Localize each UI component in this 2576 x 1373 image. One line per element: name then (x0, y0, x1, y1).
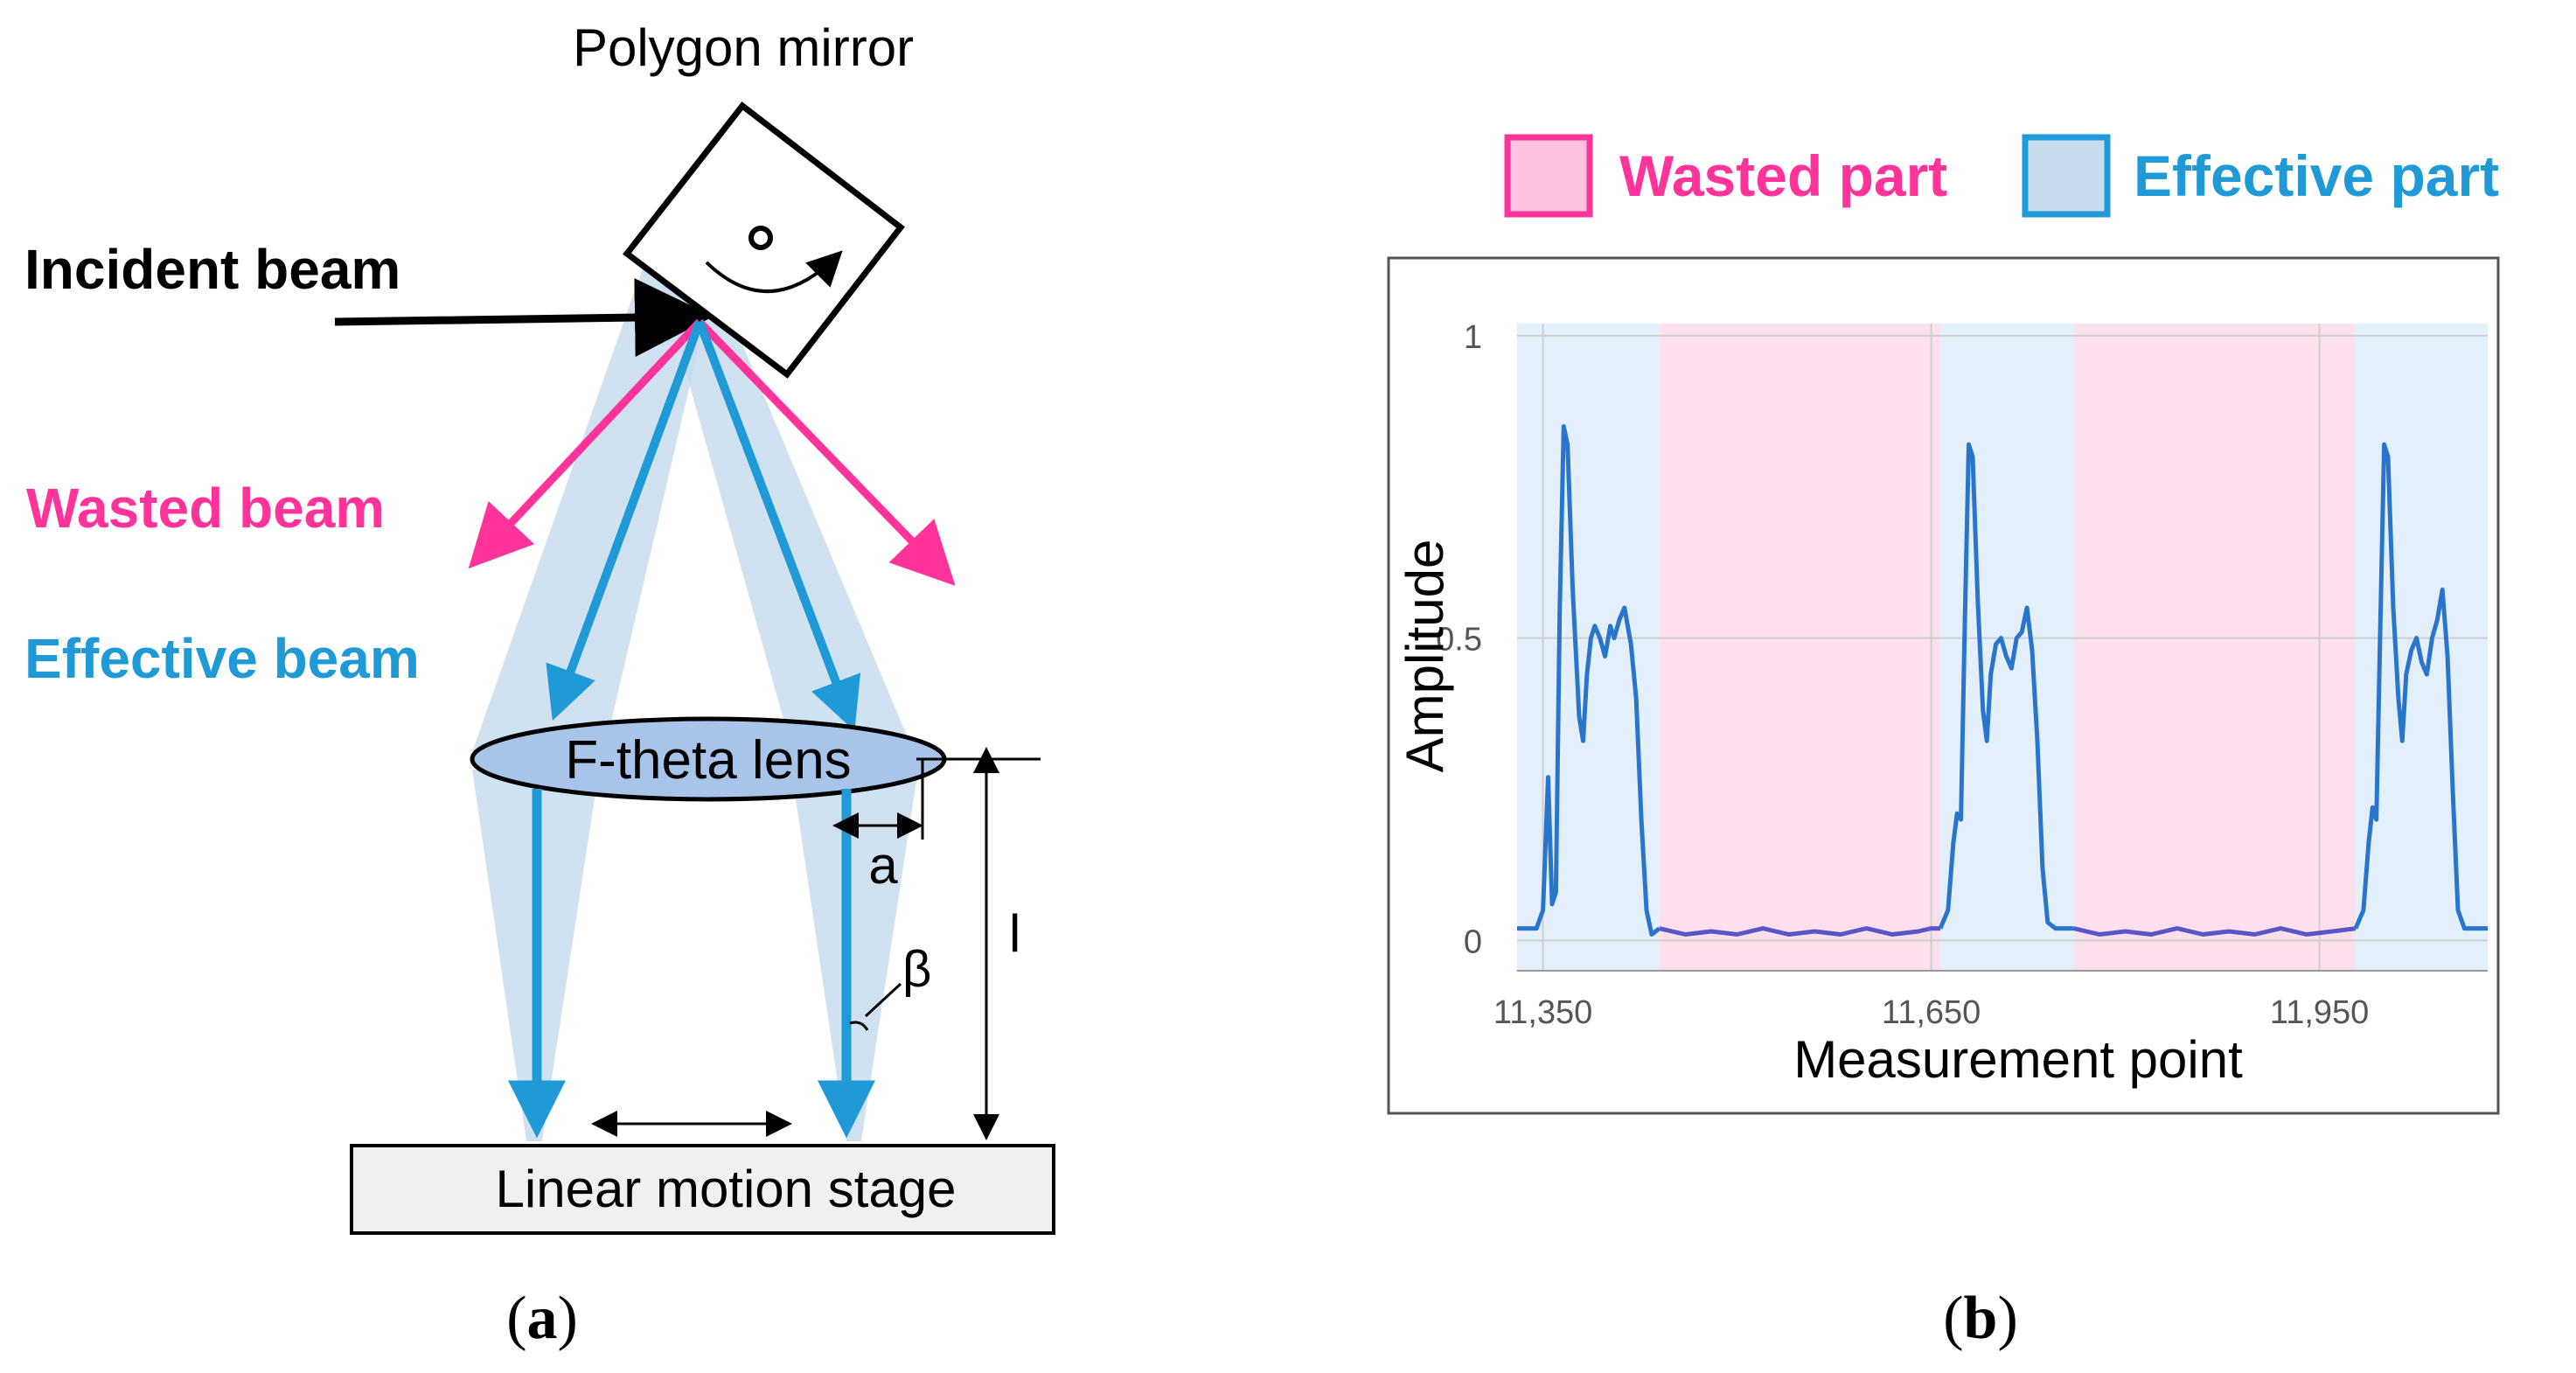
beam-shade-left-upper (472, 261, 704, 763)
effective-beam-left (546, 320, 704, 721)
polygon-mirror (623, 101, 905, 379)
amplitude-series-segment-2 (1938, 442, 2074, 931)
amplitude-series-segment-3 (2072, 926, 2357, 937)
beam-shade-right-upper (658, 271, 914, 763)
legend-wasted-label: Wasted part (1619, 143, 1947, 208)
y-tick-label-1: 0.5 (1436, 622, 1482, 659)
diagram-a: Polygon mirror Incident beam Wasted beam… (24, 18, 1055, 1352)
incident-beam-label: Incident beam (24, 238, 400, 301)
effective-beam-label: Effective beam (24, 627, 420, 690)
linear-motion-stage-label: Linear motion stage (496, 1160, 957, 1218)
beta-leader-line (864, 982, 902, 1018)
effective-region-2 (1939, 324, 2074, 971)
dim-l-label: l (1009, 904, 1020, 963)
f-theta-lens-label: F-theta lens (565, 730, 851, 791)
x-tick-label-2: 11,950 (2270, 994, 2369, 1031)
wasted-beam-right (696, 318, 956, 586)
legend-effective-label: Effective part (2134, 143, 2499, 208)
plot-area: 0 0.5 1 11,350 11,650 11,950 (1436, 319, 2488, 1031)
y-tick-label-0: 0 (1464, 923, 1482, 960)
chart-b: Wasted part Effective part 0 0.5 1 11,350 11… (1387, 134, 2500, 1352)
y-axis-label: Amplitude (1396, 540, 1454, 773)
y-tick-label-2: 1 (1464, 319, 1482, 356)
amplitude-series-segment-1 (1659, 926, 1940, 937)
x-axis-label: Measurement point (1793, 1030, 2243, 1089)
panel-label-a: (a) (506, 1285, 578, 1352)
amplitude-series-segment-4 (2353, 442, 2488, 931)
wasted-beam-label: Wasted beam (26, 477, 385, 540)
beta-angle-arc (849, 1021, 869, 1031)
wasted-region-3 (2073, 324, 2357, 971)
beam-shade-right-lower (791, 770, 918, 1141)
rotation-center-icon (748, 226, 773, 250)
effective-beam-right (695, 320, 861, 732)
panel-label-b: (b) (1943, 1285, 2018, 1352)
wasted-beam-left (468, 318, 703, 569)
rotation-arrow-icon (705, 250, 843, 293)
polygon-mirror-label: Polygon mirror (573, 18, 914, 77)
x-tick-label-1: 11,650 (1882, 994, 1981, 1031)
linear-motion-stage (350, 1144, 1055, 1235)
wasted-region-1 (1659, 324, 1940, 971)
legend-effective-swatch (2022, 134, 2111, 218)
amplitude-series-segment-0 (1517, 424, 1661, 937)
effective-region-4 (2356, 324, 2488, 971)
legend-wasted-swatch (1504, 134, 1593, 218)
x-tick-label-0: 11,350 (1493, 994, 1592, 1031)
incident-beam-arrow (334, 278, 714, 358)
beta-label: β (902, 941, 931, 998)
legend: Wasted part Effective part (1504, 134, 2499, 218)
dim-a-label: a (868, 836, 898, 895)
